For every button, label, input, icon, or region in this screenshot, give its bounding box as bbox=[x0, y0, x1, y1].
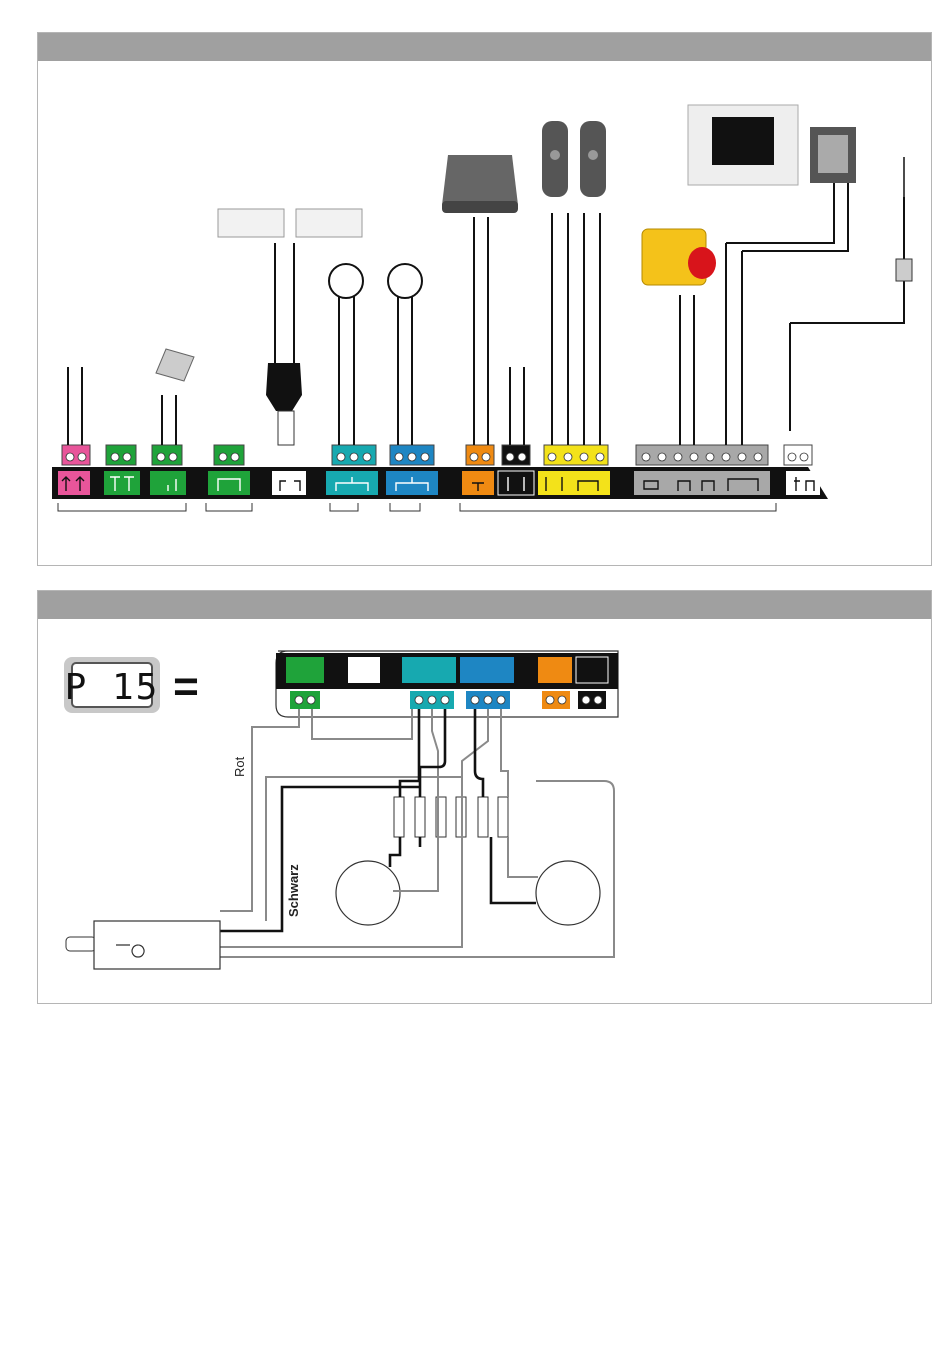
encoder-plug-icon bbox=[266, 363, 302, 445]
motor-wiring-diagram: P 15 = bbox=[38, 591, 933, 1005]
gray-terminal bbox=[636, 445, 768, 465]
motor-wiring-panel: P 15 = bbox=[37, 590, 932, 1004]
wires bbox=[68, 183, 904, 445]
equals-sign: = bbox=[173, 662, 199, 711]
orange-lamp-icon bbox=[538, 657, 572, 683]
flashing-lamp-icon bbox=[442, 155, 518, 213]
yellow-photocell-icon bbox=[538, 471, 610, 495]
teal-motor1-icon bbox=[402, 657, 456, 683]
black-aux-icon bbox=[576, 657, 608, 683]
green-battery-icon bbox=[104, 471, 140, 495]
motor1-symbol bbox=[329, 264, 363, 298]
antenna-icon bbox=[896, 157, 912, 281]
wire-label-red: Rot bbox=[232, 756, 247, 777]
green-terminal-1 bbox=[106, 445, 136, 465]
motor2-symbol bbox=[536, 861, 600, 925]
solar-panel-icon bbox=[156, 349, 194, 381]
green-motor-icon bbox=[286, 657, 324, 683]
remote-control-icon bbox=[218, 209, 362, 237]
pink-power-icon bbox=[58, 471, 90, 495]
display-code: P 15 bbox=[65, 667, 160, 708]
motor2-symbol bbox=[388, 264, 422, 298]
wiring-overview-panel bbox=[37, 32, 932, 566]
motor1-symbol bbox=[336, 861, 400, 925]
white-antenna-icon bbox=[786, 471, 820, 495]
wiring-overview-diagram bbox=[38, 33, 933, 567]
door-station-icon bbox=[810, 127, 856, 183]
green-terminal bbox=[290, 691, 320, 709]
junction-blocks bbox=[394, 797, 508, 837]
group-brackets bbox=[58, 503, 776, 511]
green-terminal-3 bbox=[214, 445, 244, 465]
green-solar-icon bbox=[150, 471, 186, 495]
wire-label-black: Schwarz bbox=[286, 864, 301, 917]
white-encoder-icon bbox=[272, 471, 306, 495]
intercom-monitor-icon bbox=[688, 105, 798, 185]
photocell-icon bbox=[542, 121, 606, 197]
blue-motor2-icon bbox=[460, 657, 514, 683]
white-encoder-icon bbox=[348, 657, 380, 683]
green-terminal-2 bbox=[152, 445, 182, 465]
seven-segment-display: P 15 bbox=[64, 657, 160, 713]
motor-cable-plug-icon bbox=[66, 921, 220, 969]
emergency-stop-icon bbox=[642, 229, 716, 285]
black-aux-icon bbox=[498, 471, 534, 495]
green-motor-icon bbox=[208, 471, 250, 495]
